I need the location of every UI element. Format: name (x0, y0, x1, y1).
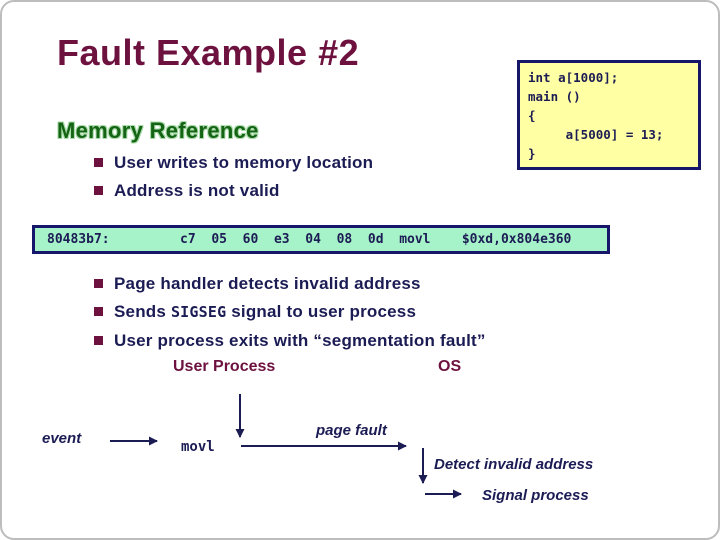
bullet-square-icon (94, 279, 103, 288)
os-lane-label: OS (438, 358, 462, 375)
event-label: event (42, 430, 82, 447)
c-code-line: } (528, 146, 536, 161)
page-fault-label: page fault (316, 422, 387, 439)
bullet-square-icon (94, 186, 103, 195)
movl-instruction-label: movl (181, 439, 215, 455)
bullet-text-prefix: Sends (114, 302, 171, 321)
bullet-text: Page handler detects invalid address (114, 274, 421, 293)
asm-instruction-text: 80483b7: c7 05 60 e3 04 08 0d movl $0xd,… (47, 232, 572, 247)
section-heading: Memory Reference (57, 118, 259, 143)
asm-instruction-box: 80483b7: c7 05 60 e3 04 08 0d movl $0xd,… (32, 225, 610, 254)
c-code-box: int a[1000]; main () { a[5000] = 13; } (517, 60, 701, 170)
fault-flow-diagram (110, 394, 462, 499)
bullet-square-icon (94, 336, 103, 345)
bullet-item: Page handler detects invalid address (94, 273, 421, 295)
bullet-item: Sends SIGSEG signal to user process (94, 301, 416, 323)
bullet-item: User process exits with “segmentation fa… (94, 330, 486, 352)
c-code-line: { (528, 108, 536, 123)
c-code-line: int a[1000]; (528, 70, 619, 85)
c-code-line: main () (528, 89, 581, 104)
user-process-lane-label: User Process (173, 358, 276, 375)
bullet-square-icon (94, 158, 103, 167)
detect-invalid-address-label: Detect invalid address (434, 456, 594, 473)
signal-name-code: SIGSEG (170, 303, 227, 321)
bullet-text: Sends SIGSEG signal to user process (114, 301, 416, 323)
bullet-square-icon (94, 307, 103, 316)
slide-title: Fault Example #2 (57, 32, 360, 73)
signal-process-label: Signal process (482, 487, 589, 504)
bullet-text: Address is not valid (114, 181, 280, 200)
bullet-item: User writes to memory location (94, 152, 373, 174)
bullet-text: User writes to memory location (114, 153, 374, 172)
bullet-text-suffix: signal to user process (226, 302, 417, 321)
bullet-item: Address is not valid (94, 180, 280, 202)
bullet-text: User process exits with “segmentation fa… (114, 331, 486, 350)
c-code-line: a[5000] = 13; (528, 127, 664, 142)
